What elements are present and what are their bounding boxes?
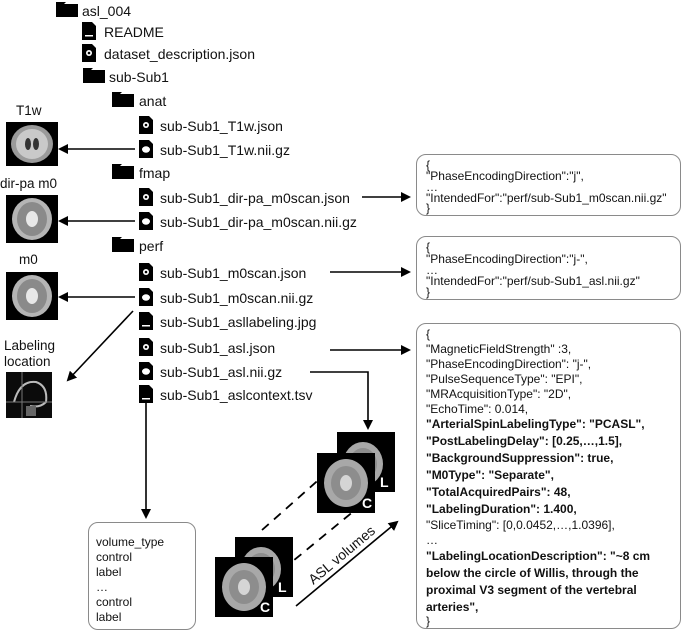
box-line: "IntendedFor":"perf/sub-Sub1_asl.nii.gz" — [426, 274, 640, 288]
volume-label-c: C — [260, 599, 271, 615]
volume-label-c: C — [362, 495, 373, 511]
file-t1w-json[interactable]: sub-Sub1_T1w.json — [160, 118, 283, 134]
label-location: location — [4, 354, 51, 369]
json-file-icon — [139, 116, 153, 134]
folder-perf[interactable]: perf — [139, 238, 164, 254]
file-icon — [82, 22, 96, 40]
fmap-json-box: { "PhaseEncodingDirection":"j", … "Inten… — [416, 154, 681, 216]
folder-icon — [83, 68, 105, 83]
box-line-bold: "LabelingLocationDescription": "~8 cm — [426, 549, 651, 563]
json-file-icon — [139, 338, 153, 356]
dirpa-m0-brain-image — [6, 195, 58, 243]
file-icon — [139, 385, 153, 403]
folder-fmap[interactable]: fmap — [139, 165, 171, 181]
box-line: { — [426, 158, 431, 172]
folder-icon — [56, 2, 78, 17]
file-readme[interactable]: README — [104, 24, 164, 40]
asl-volume-front-upper: C — [317, 453, 375, 513]
box-line-bold: proximal V3 segment of the vertebral — [426, 583, 637, 597]
box-line-bold: "LabelingDuration": 1.400, — [426, 502, 577, 516]
context-row: label — [96, 565, 122, 579]
context-row: … — [96, 580, 108, 594]
box-line: { — [426, 240, 431, 254]
label-t1w: T1w — [16, 103, 42, 118]
nifti-file-icon — [139, 362, 153, 380]
m0-brain-image — [6, 272, 58, 320]
nifti-file-icon — [139, 288, 153, 306]
box-line: "PhaseEncodingDirection":"j", — [426, 169, 584, 183]
context-row: control — [96, 550, 133, 564]
box-line-bold: "M0Type": "Separate", — [426, 468, 554, 482]
box-line: { — [426, 327, 431, 341]
nifti-file-icon — [139, 212, 153, 230]
labeling-location-image — [6, 372, 52, 418]
context-row: control — [96, 595, 133, 609]
file-dataset-description[interactable]: dataset_description.json — [104, 46, 255, 62]
asl-volume-front-lower: C — [215, 557, 273, 617]
box-line-bold: "ArterialSpinLabelingType": "PCASL", — [426, 417, 645, 431]
folder-icon — [112, 164, 134, 179]
context-row: volume_type — [96, 535, 165, 549]
box-line-bold: "BackgroundSuppression": true, — [426, 451, 614, 465]
m0-json-box: { "PhaseEncodingDirection":"j-", … "Inte… — [416, 236, 681, 300]
file-m0-nii[interactable]: sub-Sub1_m0scan.nii.gz — [160, 290, 314, 306]
file-dirpa-json[interactable]: sub-Sub1_dir-pa_m0scan.json — [160, 190, 350, 206]
box-line: } — [426, 201, 431, 215]
box-line: … — [426, 180, 438, 194]
file-asl-nii[interactable]: sub-Sub1_asl.nii.gz — [160, 364, 283, 380]
folder-root[interactable]: asl_004 — [82, 3, 132, 19]
folder-subject[interactable]: sub-Sub1 — [109, 69, 169, 85]
label-labeling: Labeling — [4, 338, 56, 353]
folder-icon — [112, 92, 134, 107]
box-line: } — [426, 285, 431, 299]
box-line: "PhaseEncodingDirection":"j-", — [426, 252, 588, 266]
json-file-icon — [82, 44, 96, 62]
context-row: label — [96, 610, 122, 624]
box-line: … — [426, 263, 438, 277]
box-line: "MRAcquisitionType": "2D", — [426, 387, 572, 401]
box-line: "MagneticFieldStrength" :3, — [426, 342, 572, 356]
folder-icon — [112, 237, 134, 252]
arrow-asl-volumes — [295, 520, 399, 607]
volume-label-l: L — [278, 579, 287, 595]
file-labeling-jpg[interactable]: sub-Sub1_asllabeling.jpg — [160, 314, 317, 330]
box-line: "PulseSequenceType": "EPI", — [426, 372, 583, 386]
label-dirpa-m0: dir-pa m0 — [0, 176, 58, 191]
aslcontext-box: volume_type control label … control labe… — [88, 522, 196, 630]
arrow-labeling-jpg-to-image — [66, 310, 134, 382]
file-t1w-nii[interactable]: sub-Sub1_T1w.nii.gz — [160, 142, 290, 158]
file-icon — [139, 312, 153, 330]
file-m0-json[interactable]: sub-Sub1_m0scan.json — [160, 265, 307, 281]
box-line: "PhaseEncodingDirection": "j-", — [426, 357, 592, 371]
folder-anat[interactable]: anat — [139, 93, 167, 109]
file-aslcontext[interactable]: sub-Sub1_aslcontext.tsv — [160, 387, 313, 403]
box-line: } — [426, 614, 431, 628]
json-file-icon — [139, 263, 153, 281]
box-line: "EchoTime": 0.014, — [426, 402, 529, 416]
asl-json-box: { "MagneticFieldStrength" :3, "PhaseEnco… — [416, 323, 681, 629]
box-line-bold: below the circle of Willis, through the — [426, 566, 639, 580]
box-line: "SliceTiming": [0,0.0452,…,1.0396], — [426, 518, 615, 532]
volume-label-l: L — [380, 474, 389, 490]
box-line: … — [426, 533, 438, 547]
file-dirpa-nii[interactable]: sub-Sub1_dir-pa_m0scan.nii.gz — [160, 214, 357, 230]
label-m0: m0 — [19, 252, 38, 267]
box-line-bold: "TotalAcquiredPairs": 48, — [426, 485, 571, 499]
box-line-bold: "PostLabelingDelay": [0.25,…,1.5], — [426, 434, 623, 448]
json-file-icon — [139, 188, 153, 206]
nifti-file-icon — [139, 140, 153, 158]
arrow-asl-nii-to-volumes — [310, 371, 373, 430]
box-line-bold: arteries", — [426, 600, 479, 614]
dashed-link-lower — [281, 505, 361, 571]
box-line: "IntendedFor":"perf/sub-Sub1_m0scan.nii.… — [426, 191, 667, 205]
file-asl-json[interactable]: sub-Sub1_asl.json — [160, 340, 276, 356]
t1w-brain-image — [6, 122, 58, 166]
